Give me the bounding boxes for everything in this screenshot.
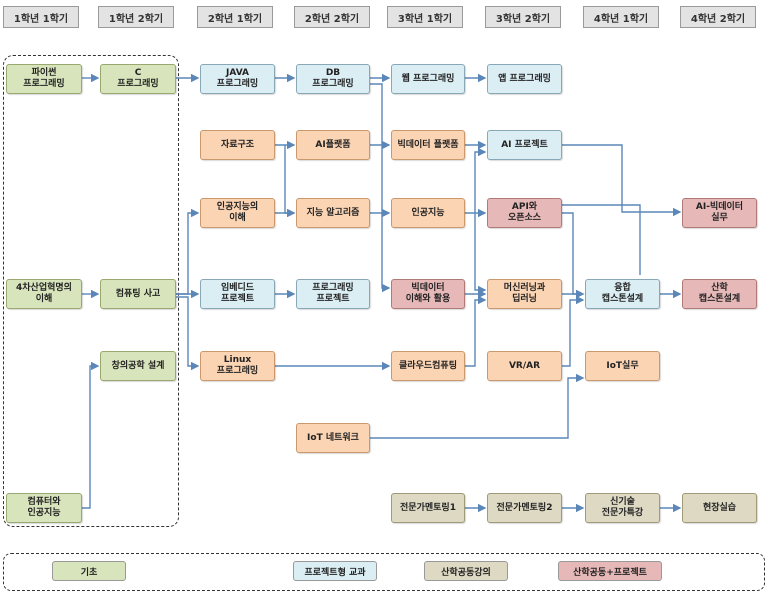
course-artificial-intelligence: 인공지능 xyxy=(391,198,465,228)
course-creative-engineering-design: 창의공학 설계 xyxy=(100,351,176,381)
course-iot-practice: IoT실무 xyxy=(585,351,660,381)
course-computer-and-ai: 컴퓨터와 인공지능 xyxy=(6,493,82,523)
course-new-tech-lecture: 신기술 전문가특강 xyxy=(585,493,660,523)
course-expert-mentoring-1: 전문가멘토링1 xyxy=(391,493,465,523)
course-vr-ar: VR/AR xyxy=(487,351,562,381)
course-cloud-computing: 클라우드컴퓨팅 xyxy=(391,351,465,381)
course-ai-project: AI 프로젝트 xyxy=(487,130,562,160)
course-bigdata-platform: 빅데이터 플랫폼 xyxy=(391,130,465,160)
legend-coop-project: 산학공동+프로젝트 xyxy=(558,561,662,581)
course-web-programming: 웹 프로그래밍 xyxy=(391,64,465,94)
course-ml-dl: 머신러닝과 딥러닝 xyxy=(487,279,562,309)
course-iot-network: IoT 네트워크 xyxy=(296,423,370,453)
legend-project: 프로젝트형 교과 xyxy=(293,561,377,581)
course-industry-capstone: 산학 캡스톤설계 xyxy=(682,279,757,309)
course-bigdata-understanding: 빅데이터 이해와 활용 xyxy=(391,279,465,309)
course-4th-industrial-revolution: 4차산업혁명의 이해 xyxy=(6,279,82,309)
basic-courses-group xyxy=(3,55,179,527)
semester-header-1-2: 1학년 2학기 xyxy=(98,6,174,28)
semester-header-2-1: 2학년 1학기 xyxy=(197,6,273,28)
course-linux-programming: Linux 프로그래밍 xyxy=(200,351,275,381)
course-app-programming: 앱 프로그래밍 xyxy=(487,64,562,94)
course-field-practice: 현장실습 xyxy=(682,493,757,523)
semester-header-1-1: 1학년 1학기 xyxy=(3,6,79,28)
course-computational-thinking: 컴퓨팅 사고 xyxy=(100,279,176,309)
course-expert-mentoring-2: 전문가멘토링2 xyxy=(487,493,562,523)
semester-header-3-2: 3학년 2학기 xyxy=(485,6,561,28)
semester-header-3-1: 3학년 1학기 xyxy=(387,6,463,28)
course-java-programming: JAVA 프로그래밍 xyxy=(200,64,275,94)
course-ai-intro: 인공지능의 이해 xyxy=(200,198,275,228)
course-api-open-source: API와 오픈소스 xyxy=(487,198,562,228)
course-data-structures: 자료구조 xyxy=(200,130,275,160)
semester-header-4-1: 4학년 1학기 xyxy=(583,6,659,28)
legend xyxy=(3,553,765,591)
course-python-programming: 파이썬 프로그래밍 xyxy=(6,64,82,94)
course-embedded-project: 임베디드 프로젝트 xyxy=(200,279,275,309)
course-intelligent-algorithms: 지능 알고리즘 xyxy=(296,198,370,228)
course-db-programming: DB 프로그래밍 xyxy=(296,64,370,94)
semester-header-2-2: 2학년 2학기 xyxy=(294,6,370,28)
legend-basic: 기초 xyxy=(52,561,126,581)
course-fusion-capstone: 융합 캡스톤설계 xyxy=(585,279,660,309)
course-c-programming: C 프로그래밍 xyxy=(100,64,176,94)
course-programming-project: 프로그래밍 프로젝트 xyxy=(296,279,370,309)
course-ai-platform: AI플랫폼 xyxy=(296,130,370,160)
legend-coop: 산학공동강의 xyxy=(424,561,508,581)
semester-header-4-2: 4학년 2학기 xyxy=(680,6,756,28)
course-ai-bigdata-practice: AI-빅데이터 실무 xyxy=(682,198,757,228)
